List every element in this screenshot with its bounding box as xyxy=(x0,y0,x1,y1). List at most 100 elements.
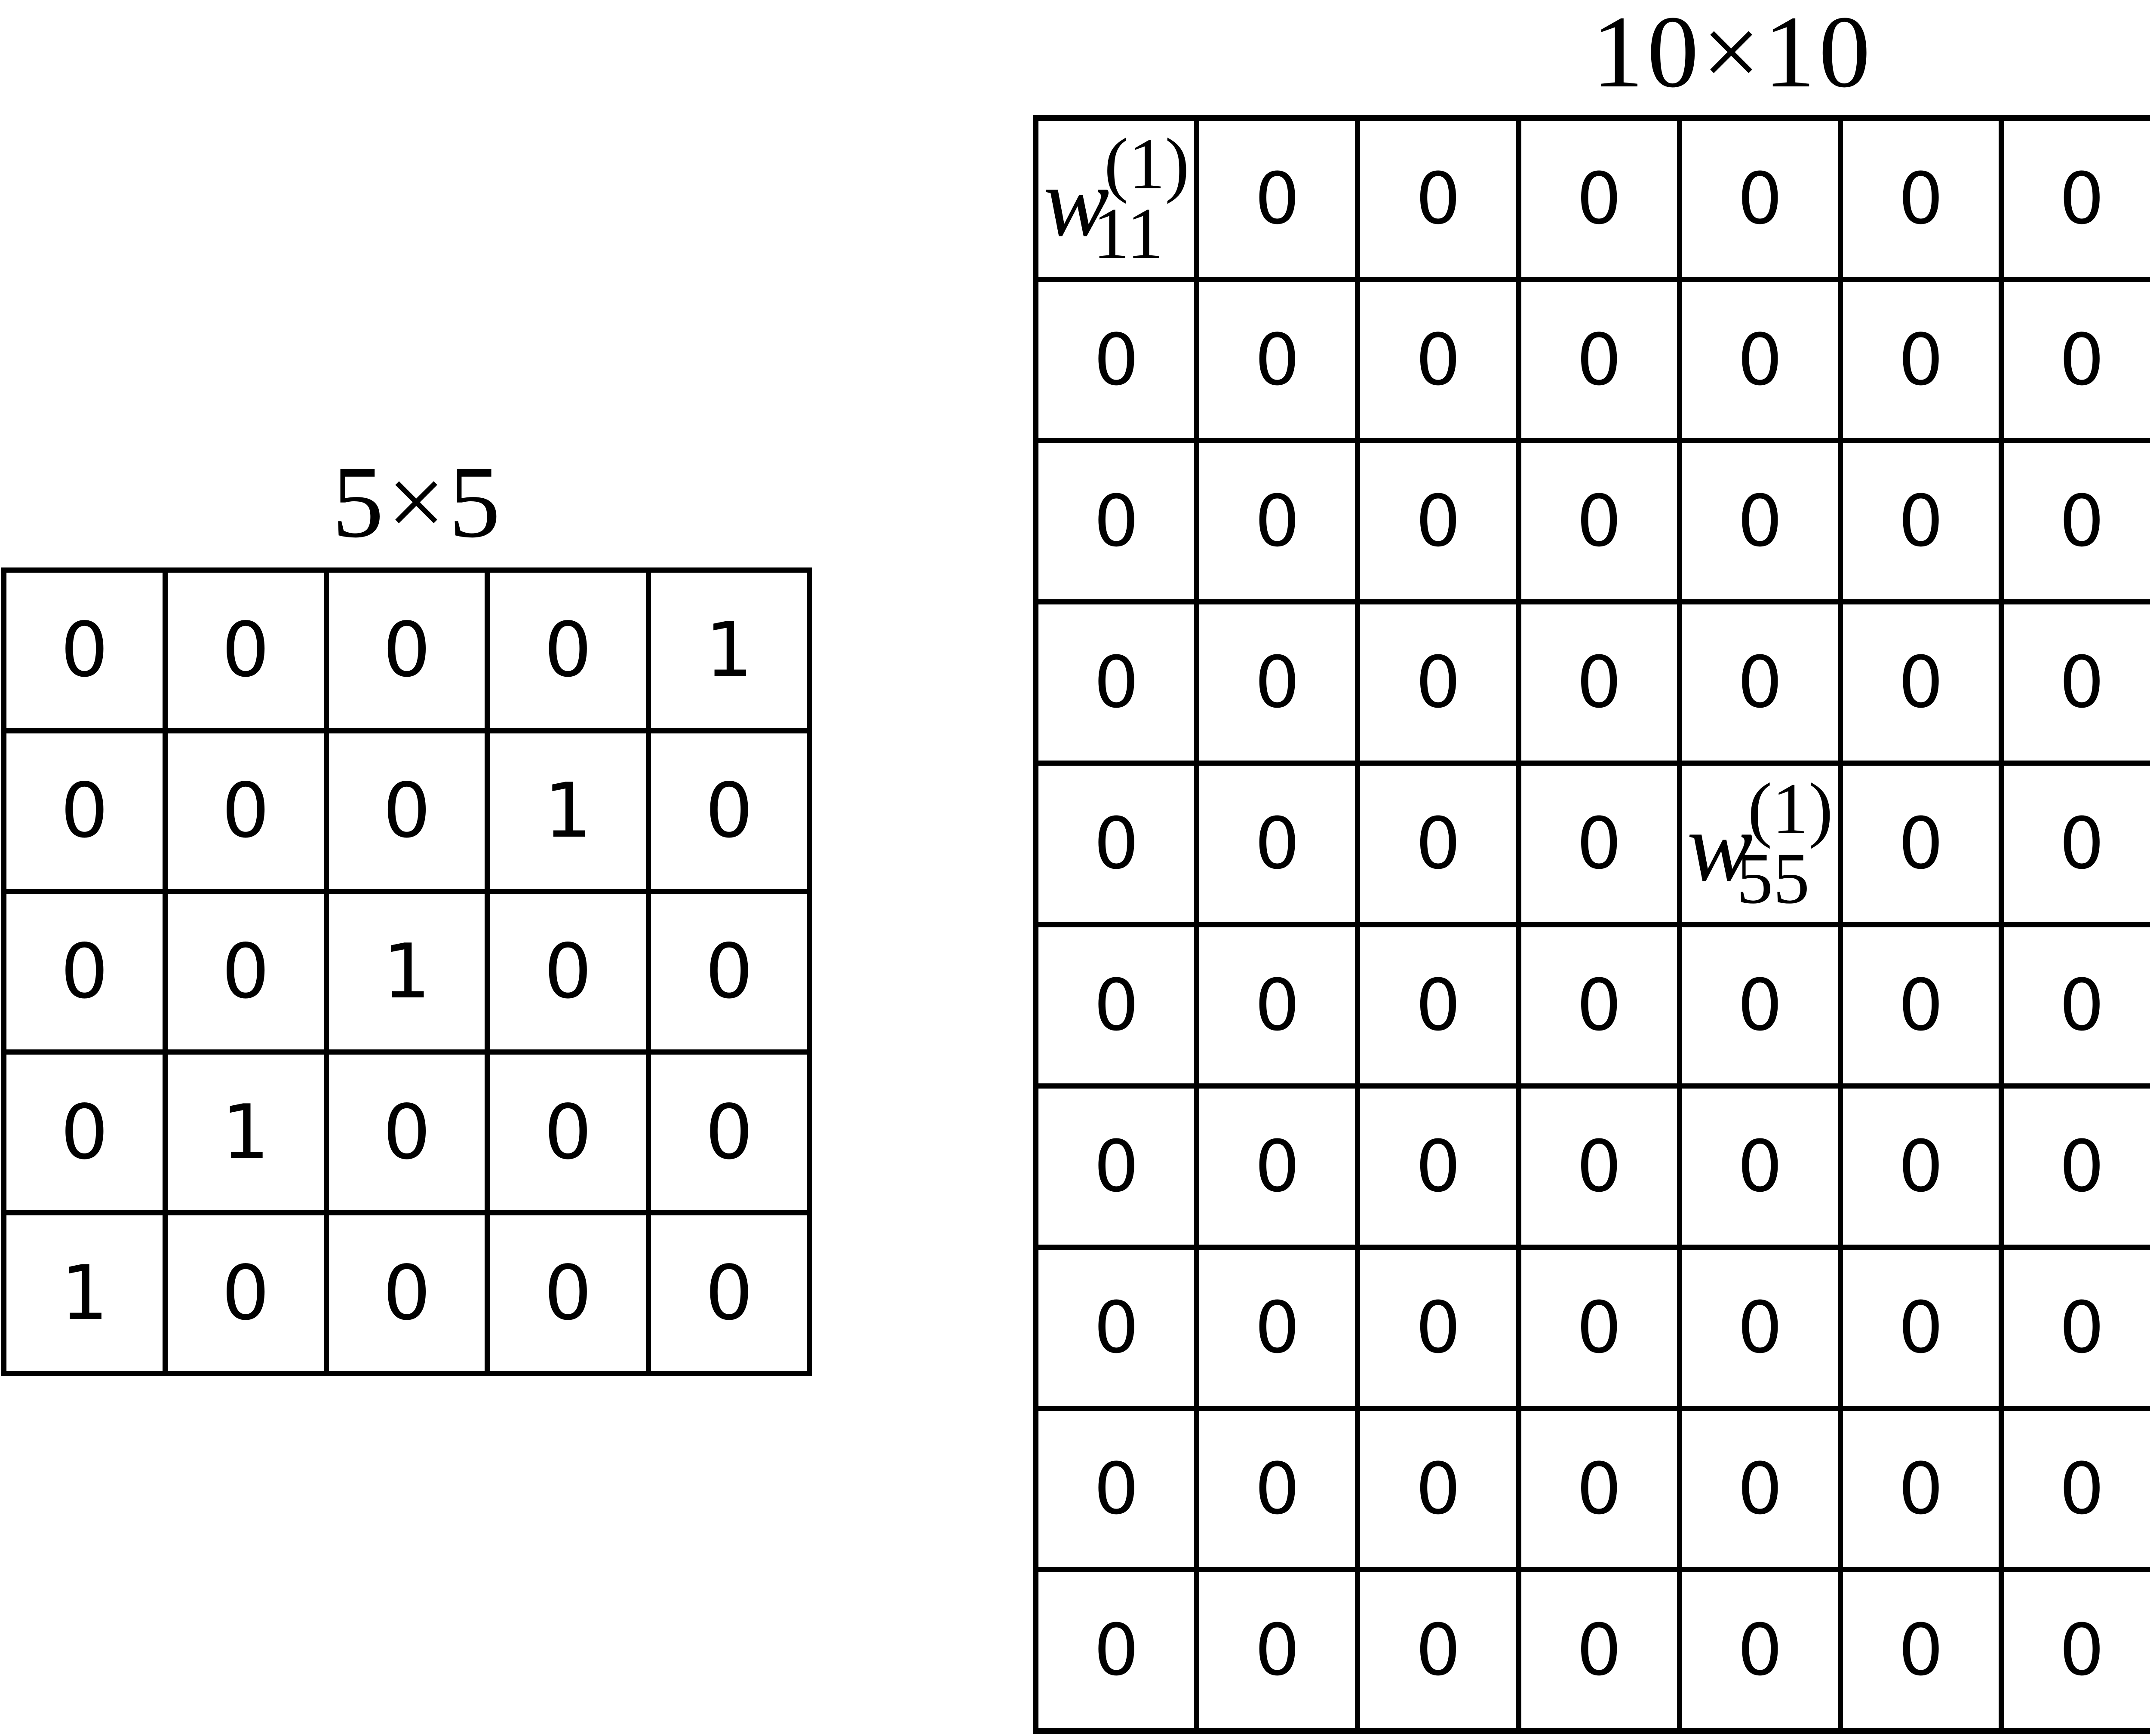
matrix-cell: 0 xyxy=(1038,1572,1195,1728)
matrix-cell: 0 xyxy=(1038,766,1195,922)
matrix-cell: 0 xyxy=(1360,443,1516,600)
matrix-cell-weight-symbol: w(1)55 xyxy=(1682,766,1838,922)
matrix-cell: 0 xyxy=(2004,927,2150,1083)
matrix-cell: 0 xyxy=(2004,604,2150,761)
matrix-cell: 0 xyxy=(1038,282,1195,439)
matrix-cell: 0 xyxy=(329,573,485,728)
matrix-cell: 0 xyxy=(1360,282,1516,439)
matrix-cell: 0 xyxy=(1843,1411,1999,1567)
matrix-cell: 0 xyxy=(1199,766,1355,922)
weight-symbol-superscript: (1) xyxy=(1104,123,1189,205)
matrix-cell: 0 xyxy=(329,733,485,889)
matrix-cell: 0 xyxy=(1843,1249,1999,1406)
weight-symbol-base: w xyxy=(1043,147,1109,257)
matrix-cell: 0 xyxy=(651,894,807,1050)
matrix-cell: 0 xyxy=(1682,1572,1838,1728)
matrix-10x10-grid: w(1)110000000000000000000000000000000000… xyxy=(1033,115,2150,1734)
matrix-cell: 0 xyxy=(490,1215,646,1371)
matrix-cell: 0 xyxy=(167,894,324,1050)
matrix-cell: 0 xyxy=(1199,1249,1355,1406)
matrix-cell: 0 xyxy=(2004,1411,2150,1567)
matrix-cell: 0 xyxy=(1038,1249,1195,1406)
matrix-cell: 0 xyxy=(1360,1572,1516,1728)
matrix-cell: 0 xyxy=(1682,604,1838,761)
matrix-cell: 0 xyxy=(1199,1411,1355,1567)
matrix-cell: 0 xyxy=(1360,604,1516,761)
matrix-cell: 0 xyxy=(1360,1411,1516,1567)
matrix-cell: 0 xyxy=(490,1055,646,1211)
matrix-cell: 1 xyxy=(651,573,807,728)
matrix-cell: 0 xyxy=(1843,443,1999,600)
matrix-cell: 0 xyxy=(1199,927,1355,1083)
weight-symbol-scripts: (1)55 xyxy=(1736,768,1833,915)
matrix-5x5-title: 5×5 xyxy=(332,445,504,559)
matrix-cell: 0 xyxy=(1521,282,1677,439)
matrix-cell: 0 xyxy=(1360,927,1516,1083)
matrix-cell: 0 xyxy=(651,733,807,889)
matrix-cell: 0 xyxy=(1843,766,1999,922)
matrix-cell: 0 xyxy=(1682,1411,1838,1567)
matrix-cell: 0 xyxy=(1682,927,1838,1083)
matrix-cell: 0 xyxy=(1682,1249,1838,1406)
matrix-cell: 0 xyxy=(1682,282,1838,439)
matrix-cell: 0 xyxy=(1682,121,1838,277)
matrix-cell: 0 xyxy=(6,894,163,1050)
matrix-cell: 0 xyxy=(1521,927,1677,1083)
matrix-cell: 0 xyxy=(1521,766,1677,922)
matrix-cell: 1 xyxy=(6,1215,163,1371)
matrix-cell: 0 xyxy=(1360,766,1516,922)
matrix-cell: 0 xyxy=(1521,443,1677,600)
matrix-cell: 0 xyxy=(2004,1088,2150,1245)
weight-symbol-superscript: (1) xyxy=(1748,768,1833,850)
weight-symbol-subscript: 55 xyxy=(1736,837,1810,919)
matrix-cell: 0 xyxy=(6,1055,163,1211)
matrix-cell: 0 xyxy=(1038,443,1195,600)
matrix-cell: 0 xyxy=(2004,1572,2150,1728)
matrix-cell: 0 xyxy=(1521,1088,1677,1245)
matrix-cell: 0 xyxy=(1038,1088,1195,1245)
matrix-cell: 0 xyxy=(1199,282,1355,439)
matrix-cell: 1 xyxy=(329,894,485,1050)
matrix-10x10-title: 10×10 xyxy=(1592,0,1874,109)
matrix-cell: 0 xyxy=(329,1055,485,1211)
matrix-cell: 0 xyxy=(1199,1088,1355,1245)
matrix-cell: 0 xyxy=(2004,766,2150,922)
matrix-cell: 0 xyxy=(651,1215,807,1371)
matrix-cell: 0 xyxy=(2004,443,2150,600)
matrix-cell-weight-symbol: w(1)11 xyxy=(1038,121,1195,277)
matrix-cell: 0 xyxy=(1360,1088,1516,1245)
matrix-cell: 1 xyxy=(167,1055,324,1211)
matrix-cell: 0 xyxy=(2004,282,2150,439)
matrix-cell: 0 xyxy=(167,733,324,889)
matrix-cell: 0 xyxy=(1360,121,1516,277)
matrix-cell: 0 xyxy=(651,1055,807,1211)
matrix-cell: 0 xyxy=(167,1215,324,1371)
matrix-cell: 0 xyxy=(490,573,646,728)
matrix-cell: 0 xyxy=(1199,121,1355,277)
matrix-cell: 0 xyxy=(1521,1572,1677,1728)
matrix-cell: 0 xyxy=(1521,604,1677,761)
matrix-cell: 0 xyxy=(1521,1411,1677,1567)
matrix-cell: 0 xyxy=(1038,1411,1195,1567)
matrix-cell: 0 xyxy=(167,573,324,728)
matrix-cell: 0 xyxy=(1843,604,1999,761)
matrix-cell: 0 xyxy=(1682,1088,1838,1245)
matrix-cell: 0 xyxy=(1360,1249,1516,1406)
matrix-cell: 0 xyxy=(6,733,163,889)
matrix-cell: 0 xyxy=(1521,1249,1677,1406)
matrix-cell: 0 xyxy=(490,894,646,1050)
matrix-cell: 0 xyxy=(1521,121,1677,277)
weight-symbol-subscript: 11 xyxy=(1093,193,1164,274)
matrix-cell: 0 xyxy=(329,1215,485,1371)
matrix-cell: 1 xyxy=(490,733,646,889)
matrix-cell: 0 xyxy=(2004,1249,2150,1406)
matrix-cell: 0 xyxy=(1038,604,1195,761)
matrix-cell: 0 xyxy=(1843,121,1999,277)
matrix-cell: 0 xyxy=(1843,1572,1999,1728)
weight-symbol-scripts: (1)11 xyxy=(1093,123,1189,270)
matrix-cell: 0 xyxy=(1843,1088,1999,1245)
weight-symbol-base: w xyxy=(1687,791,1753,902)
matrix-cell: 0 xyxy=(1199,604,1355,761)
